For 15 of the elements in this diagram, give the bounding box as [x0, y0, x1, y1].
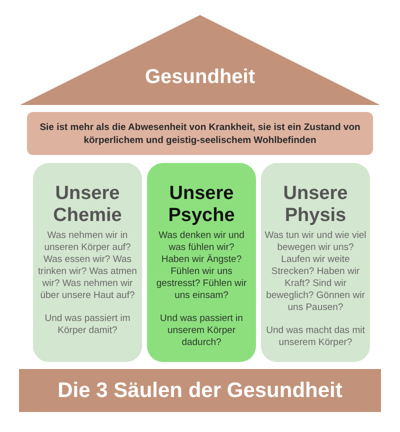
pillar-card	[33, 163, 142, 362]
pillar-heading: Unsere Chemie	[52, 183, 123, 227]
pillar-card	[147, 163, 256, 362]
pillar-questions: Und was passiert im Körper damit?	[44, 313, 132, 337]
definition-beam: Sie ist mehr als die Abwesenheit von Krankheit, sie ist ein Zustand von körperlichem und geistig-seelischem Wohlbefinden	[27, 112, 373, 155]
pillar-card	[261, 163, 370, 362]
pillar-questions: Und was passiert in unserem Körper dadurch?	[159, 313, 244, 349]
pillar-questions: Was denken wir und was fühlen wir? Haben wir Ängste? Fühlen wir uns gestresst? Fühlen wir uns einsam?	[156, 230, 248, 302]
pillar-questions: Was tun wir und wie viel bewegen wir uns? Laufen wir weite Strecken? Haben wir Kraft? Sind wir beweglich? Gönnen wir uns Pausen?	[264, 230, 368, 314]
pillar-heading: Unsere Physis	[282, 183, 349, 227]
pillar-questions: Was nehmen wir in unseren Körper auf? Was essen wir? Was trinken wir? Was atmen wir? Was nehmen wir über unsere Haut auf?	[37, 230, 138, 302]
base-bar: Die 3 Säulen der Gesundheit	[19, 369, 381, 412]
pillar-heading: Unsere Psyche	[167, 183, 236, 227]
roof-title: Gesundheit	[144, 65, 255, 90]
pillar-questions: Und was macht das mit unserem Körper?	[265, 325, 366, 349]
